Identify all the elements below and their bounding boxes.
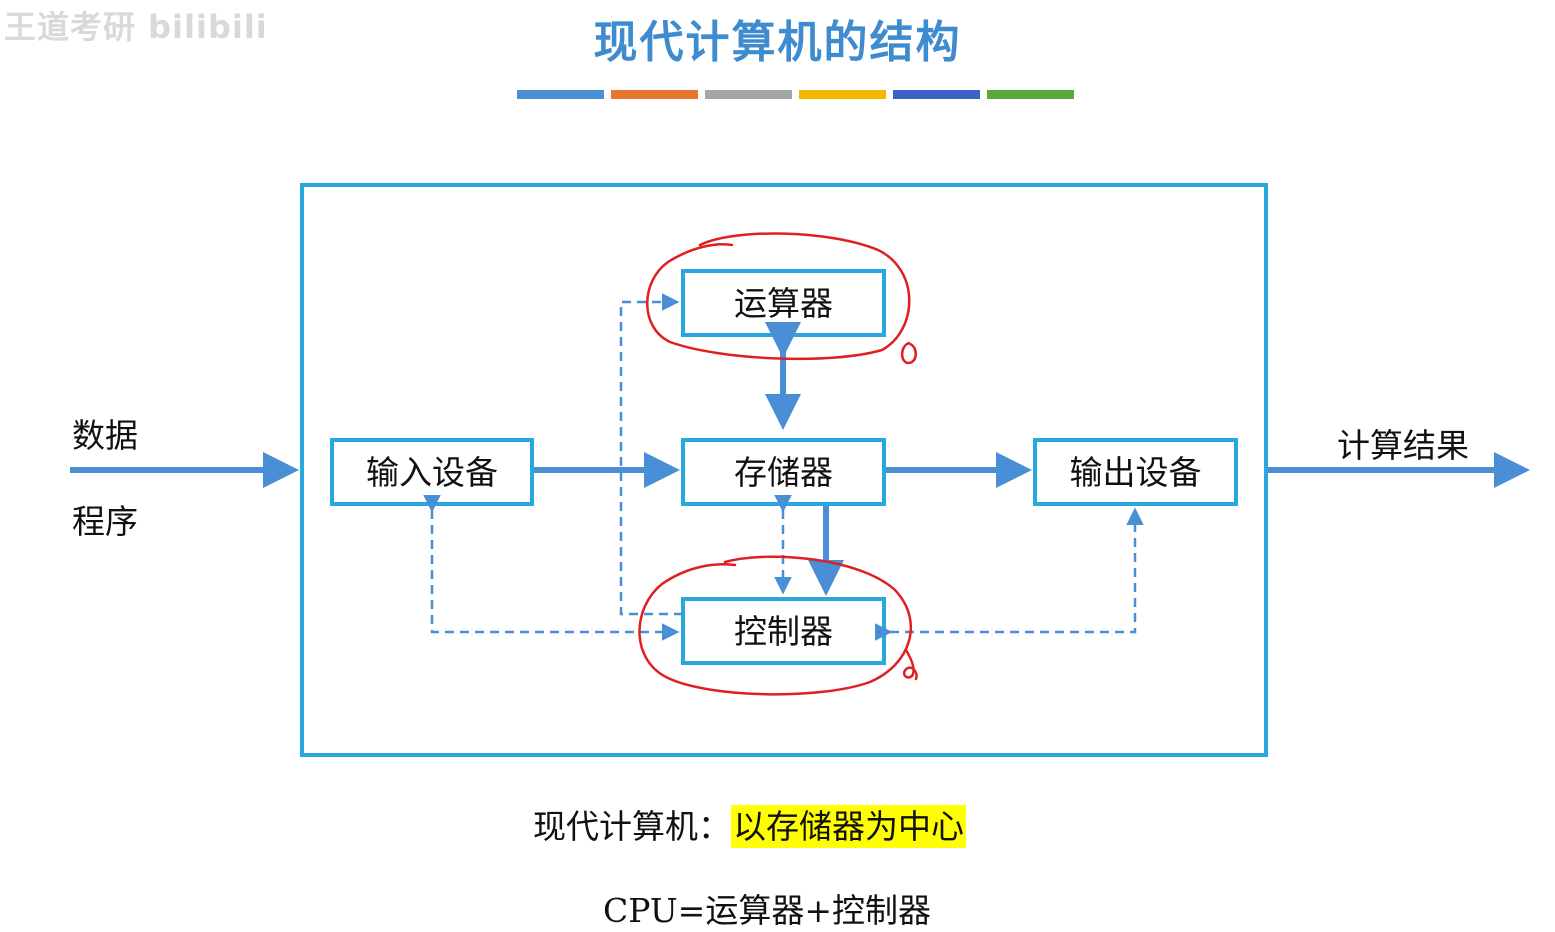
color-bar	[517, 90, 604, 99]
caption-prefix: 现代计算机：	[533, 807, 731, 846]
color-bar-strip	[517, 90, 1074, 99]
input-program-label: 程序	[72, 502, 138, 541]
memory-box: 存储器	[681, 438, 886, 506]
color-bar	[611, 90, 698, 99]
controller-input-dashed-arrow	[423, 495, 680, 641]
computer-frame	[300, 183, 1268, 757]
color-bar	[799, 90, 886, 99]
input-device-box: 输入设备	[330, 438, 534, 506]
alu-box: 运算器	[681, 269, 886, 337]
controller-box: 控制器	[681, 597, 886, 665]
input-data-label: 数据	[72, 416, 138, 455]
caption-cpu-definition: CPU=运算器+控制器	[603, 891, 931, 930]
output-result-label: 计算结果	[1337, 426, 1469, 465]
controller-annotation-mark	[902, 648, 918, 681]
output-device-label: 输出设备	[1070, 453, 1202, 492]
controller-label: 控制器	[734, 612, 833, 651]
memory-label: 存储器	[734, 453, 833, 492]
caption-highlight: 以存储器为中心	[731, 805, 966, 848]
alu-label: 运算器	[734, 284, 833, 323]
input-device-label: 输入设备	[366, 453, 498, 492]
alu-annotation-mark	[900, 341, 917, 365]
color-bar	[705, 90, 792, 99]
watermark: 王道考研 bilibili	[4, 8, 268, 46]
controller-to-alu-dashed-arrow	[619, 293, 683, 616]
page-title: 现代计算机的结构	[593, 17, 962, 68]
output-device-box: 输出设备	[1033, 438, 1238, 506]
controller-annotation-circle	[638, 555, 912, 696]
color-bar	[987, 90, 1074, 99]
alu-annotation-circle	[646, 232, 911, 361]
caption-memory-centered: 现代计算机：以存储器为中心	[533, 800, 966, 848]
color-bar	[893, 90, 980, 99]
controller-output-dashed-arrow	[875, 507, 1144, 641]
